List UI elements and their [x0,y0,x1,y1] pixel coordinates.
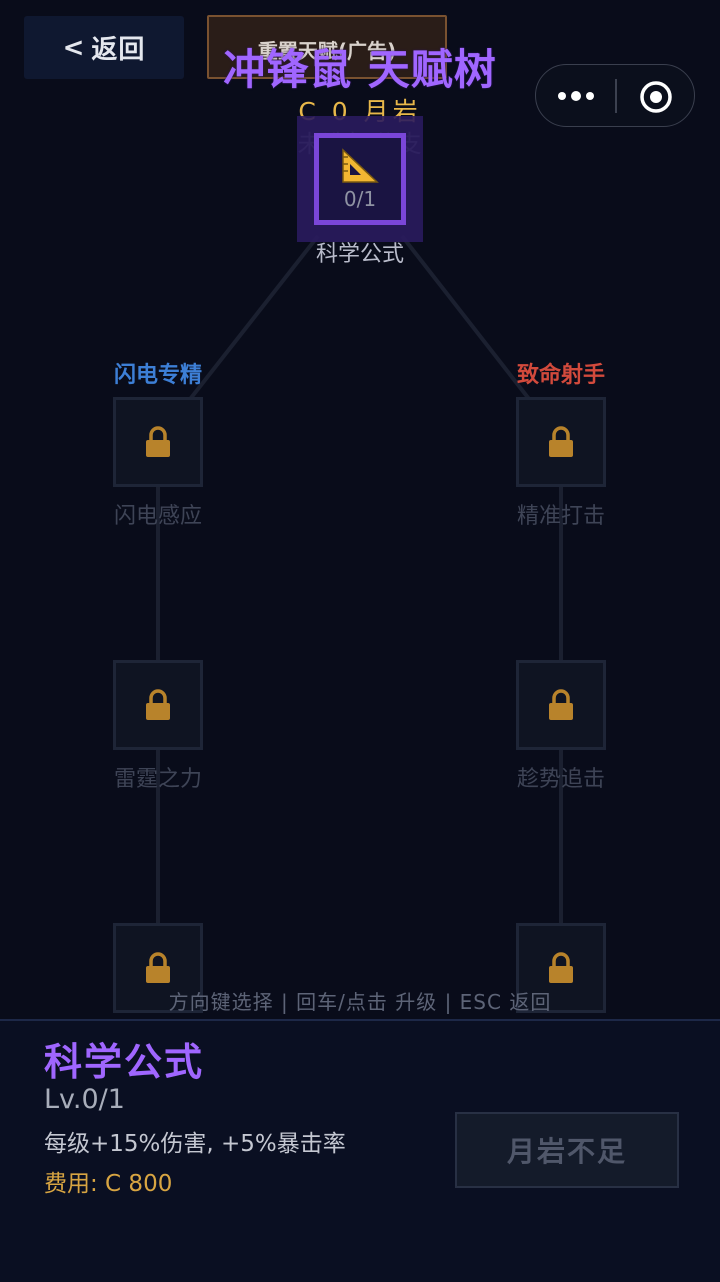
talent-node-pursuit[interactable] [516,660,606,750]
lock-icon [146,426,170,457]
upgrade-button[interactable]: 月岩不足 [455,1112,679,1188]
root-node-label: 科学公式 [315,242,404,267]
talent-node-sharpshooter-3[interactable] [516,923,606,1013]
capsule-divider [615,79,617,113]
branch-title-sharpshooter: 致命射手 [516,363,605,388]
chevron-left-icon: < [62,32,86,63]
talent-node-thunder-power[interactable] [113,660,203,750]
detail-talent-name: 科学公式 [44,1040,205,1084]
lock-icon [549,689,573,720]
lock-icon [146,952,170,983]
detail-talent-cost: 费用: C 800 [44,1171,173,1197]
close-target-icon[interactable] [639,80,673,114]
detail-talent-description: 每级+15%伤害, +5%暴击率 [44,1131,346,1157]
back-label: 返回 [91,35,146,65]
talent-node-precise-strike[interactable] [516,397,606,487]
lock-icon [549,952,573,983]
upgrade-button-label: 月岩不足 [506,1135,627,1168]
reset-talent-ad-label: 重置天赋(广告) [257,39,397,63]
triangle-ruler-icon [342,148,379,183]
back-button[interactable]: < 返回 [24,16,184,79]
branch-title-lightning: 闪电专精 [113,363,202,388]
controls-hint: 方向键选择 | 回车/点击 升级 | ESC 返回 [168,990,552,1014]
talent-node-science-formula[interactable]: 0/1 [314,133,406,225]
talent-node-label: 精准打击 [516,504,605,529]
talent-node-lightning-3[interactable] [113,923,203,1013]
detail-talent-level: Lv.0/1 [44,1084,125,1115]
talent-node-lightning-sense[interactable] [113,397,203,487]
mini-program-capsule [535,64,695,127]
talent-node-label: 闪电感应 [113,504,202,529]
more-icon[interactable] [556,82,596,110]
lock-icon [549,426,573,457]
lock-icon [146,689,170,720]
page-title: 冲锋鼠 天赋树 [223,45,497,94]
talent-node-label: 雷霆之力 [113,767,202,792]
root-node-level: 0/1 [343,187,377,211]
talent-node-label: 趁势追击 [516,767,605,792]
reset-talent-ad-button[interactable]: 重置天赋(广告) [207,15,447,79]
